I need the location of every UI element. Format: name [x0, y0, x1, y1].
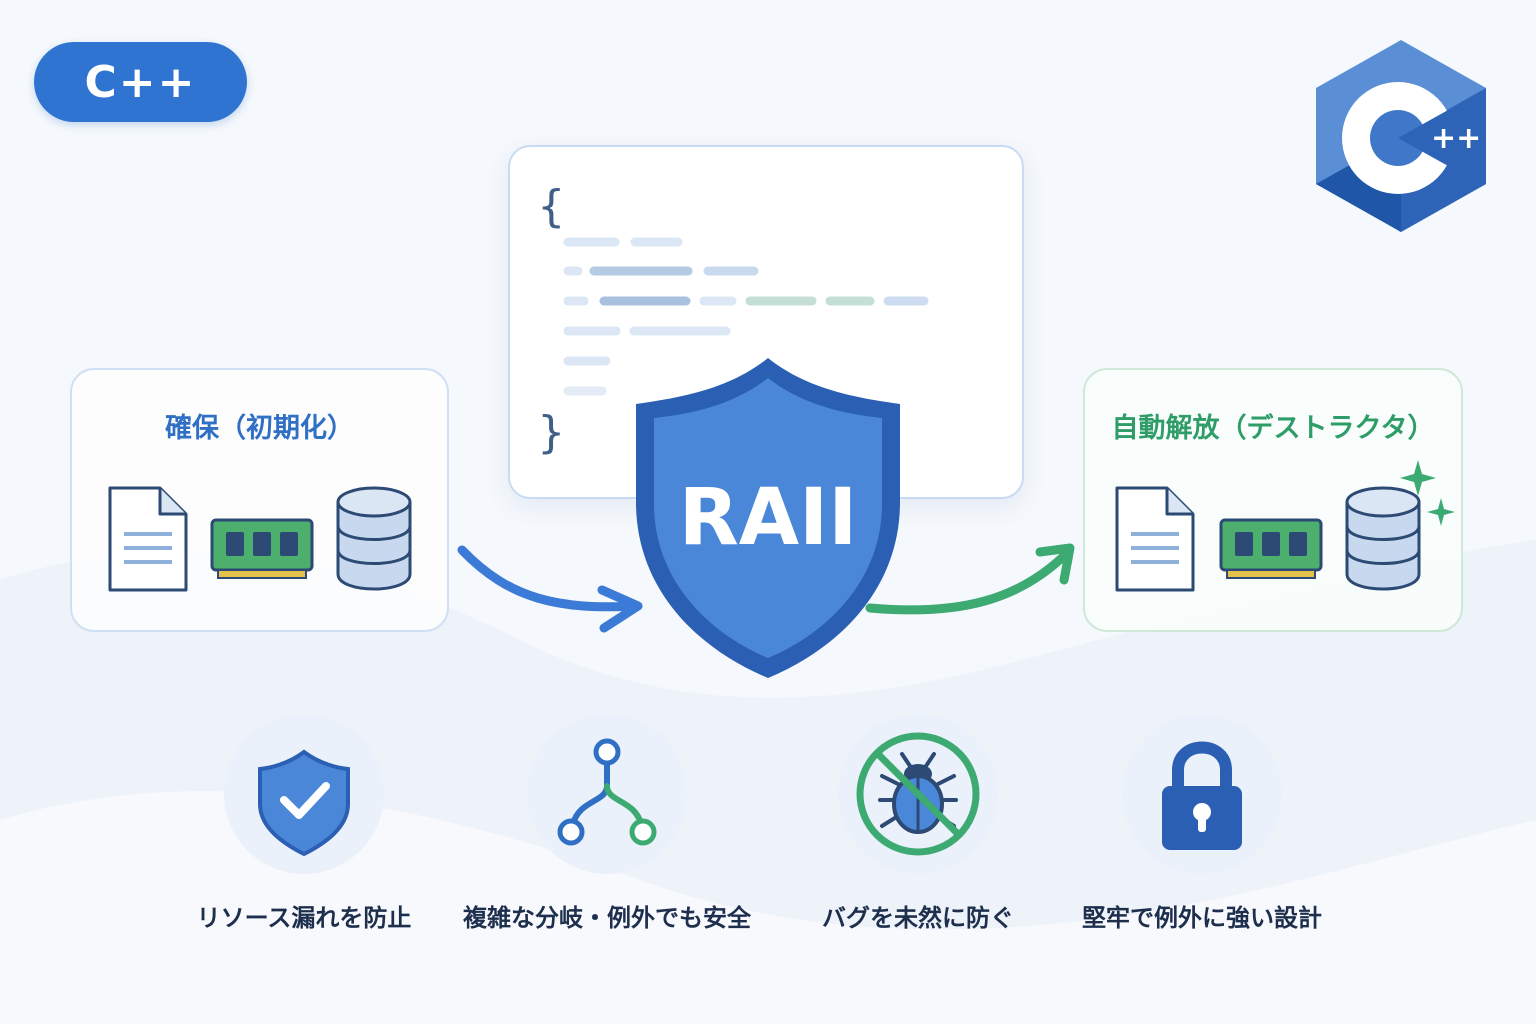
branch-icon: [557, 738, 657, 846]
code-lines: [563, 237, 929, 396]
file-icon: [1115, 486, 1195, 592]
feature-icon-circle: [838, 714, 998, 874]
cpp-badge-label: C++: [84, 56, 197, 108]
code-card: { }: [508, 145, 1024, 499]
feature-bug-prevention: バグを未然に防ぐ: [768, 714, 1068, 933]
release-title: 自動解放（デストラクタ）: [1111, 413, 1435, 444]
release-arrow: [865, 543, 1075, 615]
cpp-logo-suffix: ++: [1431, 121, 1481, 156]
database-icon: [1345, 486, 1421, 591]
raii-shield-icon: RAII: [636, 358, 900, 678]
cpp-logo-icon: ++: [1316, 40, 1486, 232]
lock-icon: [1162, 741, 1242, 850]
release-panel: 自動解放（デストラクタ）: [1083, 368, 1463, 632]
raii-label: RAII: [679, 473, 857, 563]
feature-label: 複雑な分岐・例外でも安全: [463, 904, 751, 932]
acquire-arrow: [457, 545, 643, 633]
feature-icon-circle: [527, 714, 687, 874]
feature-leak-prevention: リソース漏れを防止: [154, 714, 454, 933]
file-icon: [108, 486, 188, 592]
cpp-badge: C++: [34, 42, 247, 122]
release-icons: [1115, 460, 1455, 592]
feature-label: リソース漏れを防止: [196, 904, 412, 932]
feature-icon-circle: [1122, 714, 1282, 874]
feature-icon-circle: [224, 714, 384, 874]
acquire-title: 確保（初期化）: [165, 413, 354, 444]
acquire-panel: 確保（初期化）: [70, 368, 449, 632]
feature-branch-safety: 複雑な分岐・例外でも安全: [457, 714, 757, 933]
database-icon: [336, 486, 412, 591]
feature-label: 堅牢で例外に強い設計: [1082, 904, 1322, 932]
feature-robust-design: 堅牢で例外に強い設計: [1052, 714, 1352, 933]
memory-icon: [1219, 518, 1323, 579]
code-close-brace: }: [538, 407, 565, 458]
no-bug-icon: [856, 732, 980, 856]
memory-icon: [210, 518, 314, 579]
sparkle-icon: [1400, 460, 1455, 526]
code-open-brace: {: [538, 181, 565, 232]
acquire-icons: [108, 486, 412, 592]
feature-label: バグを未然に防ぐ: [822, 904, 1014, 932]
shield-check-icon: [258, 749, 350, 857]
